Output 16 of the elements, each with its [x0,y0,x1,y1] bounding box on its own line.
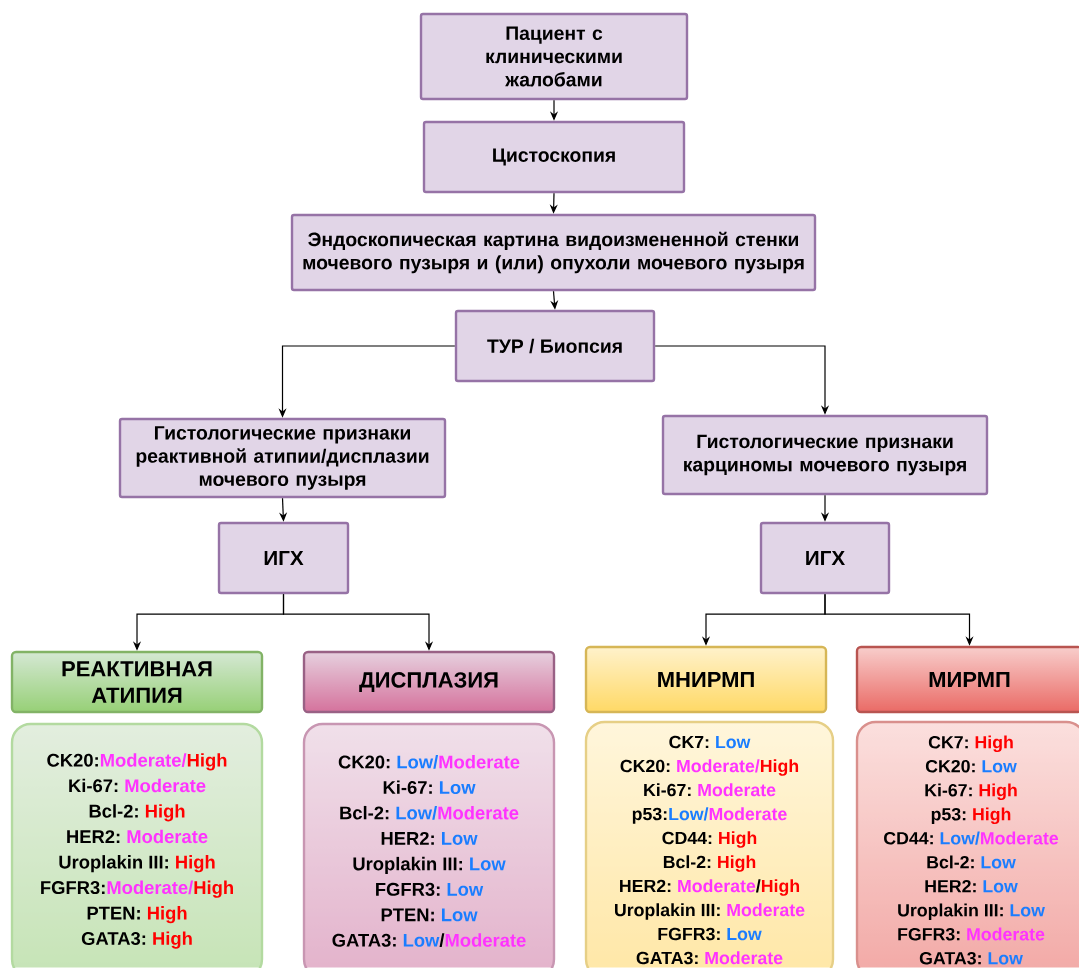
category-box: ДИСПЛАЗИЯ [302,650,556,714]
marker-list-box: CK7: High CK20: Low Ki-67: High p53: High CD44: Low/Moderate Bcl-2: Low HER2: Low Uroplakin III: Low FGFR3: Moderate GATA3: Low [855,720,1079,968]
process-box: ИГХ [759,521,891,595]
category-box: МНИРМП [584,645,828,714]
process-box: ТУР / Биопсия [454,309,656,383]
process-box: Эндоскопическая картина видоизмененной стенки мочевого пузыря и (или) опухоли мочевого пузыря [290,213,817,292]
process-box: Цистоскопия [422,120,686,194]
category-box: РЕАКТИВНАЯ АТИПИЯ [10,650,264,714]
marker-list-box: CK7: Low CK20: Moderate/High Ki-67: Moderate p53: Low/Moderate CD44: High Bcl-2: High HER2: Moderate/High Uroplakin III: Moderate FGFR3: Low GATA3: Moderate [584,720,835,968]
process-box: Гистологические признаки карциномы мочевого пузыря [661,414,989,496]
process-box: Пациент с клиническими жалобами [419,12,689,101]
category-box: МИРМП [855,645,1079,714]
process-box: Гистологические признаки реактивной атипии/дисплазии мочевого пузыря [118,417,447,499]
process-box: ИГХ [217,521,350,595]
marker-list-box: CK20: Low/Moderate Ki-67: Low Bcl-2: Low/Moderate HER2: Low Uroplakin III: Low FGFR3: Low PTEN: Low GATA3: Low/Moderate [302,722,556,968]
marker-list-box: CK20: Moderate/High Ki-67: Moderate Bcl-2: High HER2: Moderate Uroplakin III: High FGFR3: Moderate/High PTEN: High GATA3: High [10,722,264,968]
